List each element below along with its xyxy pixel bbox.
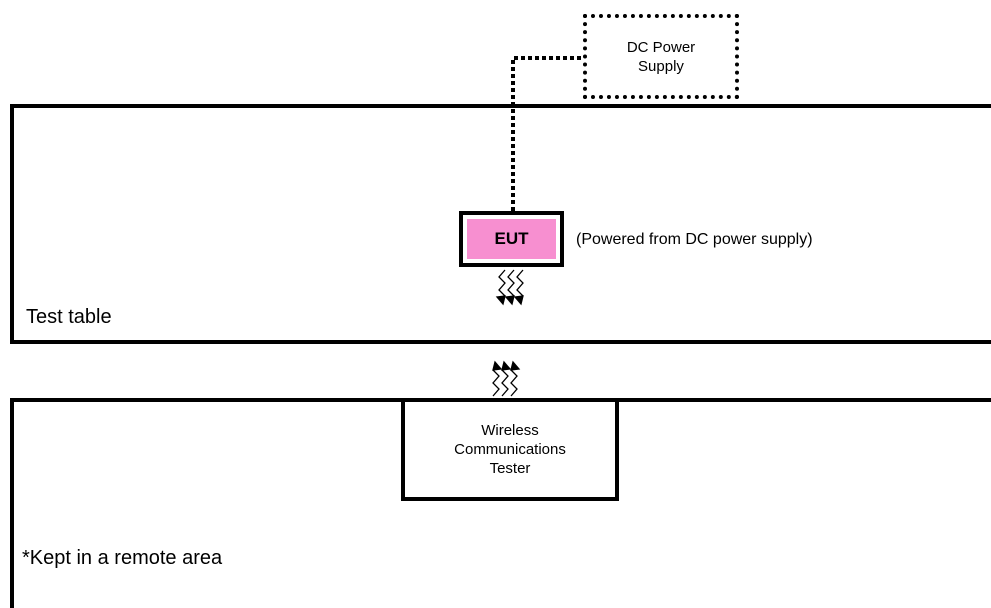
test-table-box bbox=[10, 104, 991, 344]
diagram-connectors bbox=[492, 56, 583, 397]
wireless-signal-icon bbox=[492, 360, 521, 397]
wireless-tester-label: Wireless Communications Tester bbox=[454, 422, 566, 477]
remote-area-label: *Kept in a remote area bbox=[22, 547, 223, 569]
dc-power-supply-label: DC Power Supply bbox=[626, 38, 696, 75]
wireless-tester-box: Wireless Communications Tester bbox=[401, 398, 619, 501]
test-table-label: Test table bbox=[26, 306, 112, 328]
eut-power-note: (Powered from DC power supply) bbox=[576, 231, 813, 248]
wireless-signal-icon bbox=[495, 269, 524, 306]
dc-power-supply-box: DC Power Supply bbox=[583, 14, 739, 99]
eut-box: EUT bbox=[459, 211, 564, 267]
eut-label: EUT bbox=[467, 219, 556, 259]
dc-power-cable bbox=[511, 56, 583, 211]
